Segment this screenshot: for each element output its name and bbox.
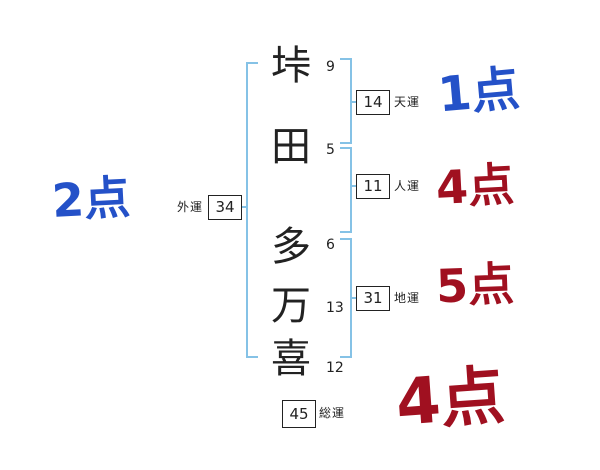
outer-bracket-tick-bottom [246, 356, 258, 358]
jinun-bracket-tick-bottom [340, 231, 352, 233]
tenun-bracket-tick-top [340, 58, 352, 60]
name-char-2: 田 [271, 124, 311, 170]
gaiun-value-box: 34 [208, 195, 242, 220]
jinun-value: 11 [363, 177, 383, 195]
gaiun-label: 外運 [177, 200, 204, 214]
tenun-score: 1点 [435, 60, 522, 124]
chiun-label: 地運 [394, 291, 421, 305]
name-char-4: 万 [271, 283, 311, 329]
souun-label: 総運 [319, 406, 346, 420]
jinun-bracket-line [350, 147, 352, 233]
stroke-count-2: 5 [326, 142, 335, 158]
stroke-count-1: 9 [326, 59, 335, 75]
name-char-3: 多 [271, 224, 311, 270]
chiun-bracket-tick-bottom [340, 356, 352, 358]
tenun-bracket-tick-bottom [340, 142, 352, 144]
stroke-count-3: 6 [326, 237, 335, 253]
gaiun-value: 34 [215, 198, 235, 216]
tenun-value-box: 14 [356, 90, 390, 115]
name-char-1: 垰 [271, 43, 311, 89]
chiun-bracket-line [350, 238, 352, 358]
souun-score: 4点 [393, 359, 507, 441]
jinun-score: 4点 [434, 156, 516, 216]
chiun-bracket-connector [352, 297, 358, 299]
jinun-bracket-connector [352, 185, 358, 187]
outer-bracket-line [246, 62, 248, 358]
name-char-5: 喜 [271, 336, 311, 382]
jinun-label: 人運 [394, 179, 421, 193]
tenun-label: 天運 [394, 95, 421, 109]
tenun-bracket-connector [352, 101, 358, 103]
jinun-bracket-tick-top [340, 147, 352, 149]
stroke-count-4: 13 [326, 300, 344, 316]
chiun-score: 5点 [435, 256, 515, 314]
souun-value: 45 [289, 404, 309, 423]
chiun-bracket-tick-top [340, 238, 352, 240]
chiun-value-box: 31 [356, 286, 390, 311]
jinun-value-box: 11 [356, 174, 390, 199]
chiun-value: 31 [363, 289, 383, 307]
outer-bracket-connector [241, 206, 247, 208]
stroke-count-5: 12 [326, 360, 344, 376]
tenun-bracket-line [350, 58, 352, 144]
souun-value-box: 45 [282, 400, 316, 428]
tenun-value: 14 [363, 93, 383, 111]
outer-bracket-tick-top [246, 62, 258, 64]
gaiun-score: 2点 [50, 169, 132, 229]
